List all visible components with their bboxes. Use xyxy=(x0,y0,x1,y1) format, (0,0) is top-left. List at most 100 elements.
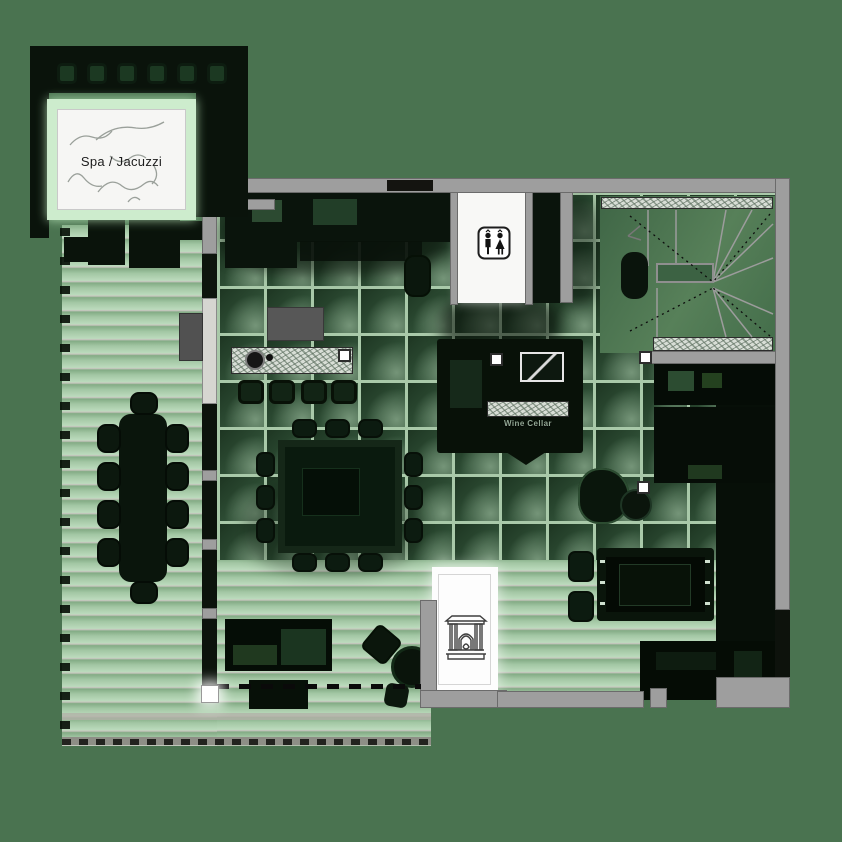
spa-bar-stool xyxy=(177,63,197,84)
column xyxy=(637,481,650,494)
fireplace-alcove xyxy=(432,567,498,692)
outdoor-chair xyxy=(165,424,189,453)
outdoor-chair xyxy=(97,424,121,453)
fireplace-alcove-border xyxy=(438,574,491,685)
dining-chair xyxy=(404,452,423,477)
dining-chair xyxy=(256,518,275,543)
deck-light-post xyxy=(201,685,219,703)
outdoor-chair xyxy=(97,462,121,491)
wall-stair-left xyxy=(560,192,573,303)
kitchen-faucet xyxy=(266,354,273,361)
spa-bar-stool xyxy=(207,63,227,84)
terrace-cabinet xyxy=(225,619,332,671)
water-ripples xyxy=(67,121,165,203)
spa-bar-stool xyxy=(57,63,77,84)
mullion xyxy=(202,470,217,481)
sliding-door-dashed xyxy=(217,684,421,689)
window-top xyxy=(387,180,433,191)
outdoor-chair xyxy=(130,392,158,415)
bar-stool xyxy=(238,380,264,404)
table-marker xyxy=(705,581,710,584)
wall-bottom-right-corner xyxy=(716,677,790,708)
deck-railing xyxy=(62,737,431,745)
outdoor-chair xyxy=(165,500,189,529)
stair-direction-arrow xyxy=(627,225,642,241)
bar-stool xyxy=(301,380,327,404)
stair-landing-bottom xyxy=(653,337,773,351)
deck-edge-strip xyxy=(62,713,431,720)
dining-chair xyxy=(358,419,383,438)
spa-planter xyxy=(180,221,202,240)
sofa-end-table xyxy=(734,651,762,677)
spa-pool-water: Spa / Jacuzzi xyxy=(57,109,186,210)
sideboard-detail xyxy=(668,371,694,391)
wine-cellar-label: Wine Cellar xyxy=(504,419,552,428)
dining-chair xyxy=(325,553,350,572)
outdoor-dining-table xyxy=(119,414,167,582)
spa-planter xyxy=(129,215,180,268)
dining-chair xyxy=(256,452,275,477)
sideboard-detail xyxy=(702,373,722,388)
lounge-sofa-upper xyxy=(654,407,776,483)
table-marker xyxy=(705,602,710,605)
dining-chair xyxy=(404,485,423,510)
table-marker xyxy=(600,560,605,563)
spa-frame-right xyxy=(196,91,248,217)
dining-chair xyxy=(404,518,423,543)
window-left xyxy=(202,254,217,298)
wine-cellar-counter xyxy=(450,360,482,408)
kitchen-armchair xyxy=(404,255,431,297)
dining-chair xyxy=(325,419,350,438)
sofa-cushion-gap xyxy=(688,465,722,479)
outdoor-chair xyxy=(130,581,158,604)
kitchen-counter-mid xyxy=(300,241,422,261)
outdoor-chair xyxy=(165,462,189,491)
kitchen-counter-left xyxy=(225,241,297,268)
spa-planter xyxy=(88,215,125,265)
window-right xyxy=(775,610,790,677)
spa-bar-stool xyxy=(147,63,167,84)
hall-door-leaf xyxy=(621,252,648,299)
wall-stair-bottom xyxy=(640,351,776,364)
door-left-glass xyxy=(202,298,217,404)
lounge-chair xyxy=(568,591,594,622)
bar-stool xyxy=(269,380,295,404)
dining-chair xyxy=(292,419,317,438)
wine-cellar-window xyxy=(520,352,564,382)
spa-frame-left xyxy=(30,91,49,238)
wall-wc-left xyxy=(450,192,458,305)
dining-chair xyxy=(256,485,275,510)
cabinet-detail xyxy=(233,645,277,665)
kitchen-island-mat xyxy=(267,307,324,341)
deck-edge-ticks xyxy=(60,228,70,742)
stair-landing-top xyxy=(601,197,773,209)
wall-corner-horizontal xyxy=(420,690,507,708)
kitchen-sink xyxy=(245,350,265,370)
lounge-side-table xyxy=(620,489,652,521)
column xyxy=(490,353,503,366)
spa-bar-stool xyxy=(87,63,107,84)
sofa-cushions xyxy=(656,652,716,670)
lounge-chair xyxy=(568,551,594,582)
restroom-icon xyxy=(477,226,511,260)
dining-chair xyxy=(292,553,317,572)
wall-bottom xyxy=(497,691,644,708)
wall-wc-right xyxy=(525,192,533,305)
lounge-sideboard xyxy=(654,363,776,405)
stair-treads xyxy=(627,209,774,338)
mullion xyxy=(202,608,217,619)
kitchen-counter-patch-2 xyxy=(313,199,357,225)
dining-chair xyxy=(358,553,383,572)
outdoor-chair xyxy=(97,538,121,567)
fireplace-icon xyxy=(444,615,488,660)
wall-corner-vertical xyxy=(420,600,437,696)
wall-right xyxy=(775,178,790,610)
column xyxy=(639,351,652,364)
outdoor-chair xyxy=(97,500,121,529)
wc-closet xyxy=(533,192,561,303)
outdoor-bench xyxy=(179,313,203,361)
wine-cellar-floor-strip xyxy=(487,401,569,417)
billiard-table-bed xyxy=(619,564,691,606)
spa-bar-stool xyxy=(117,63,137,84)
